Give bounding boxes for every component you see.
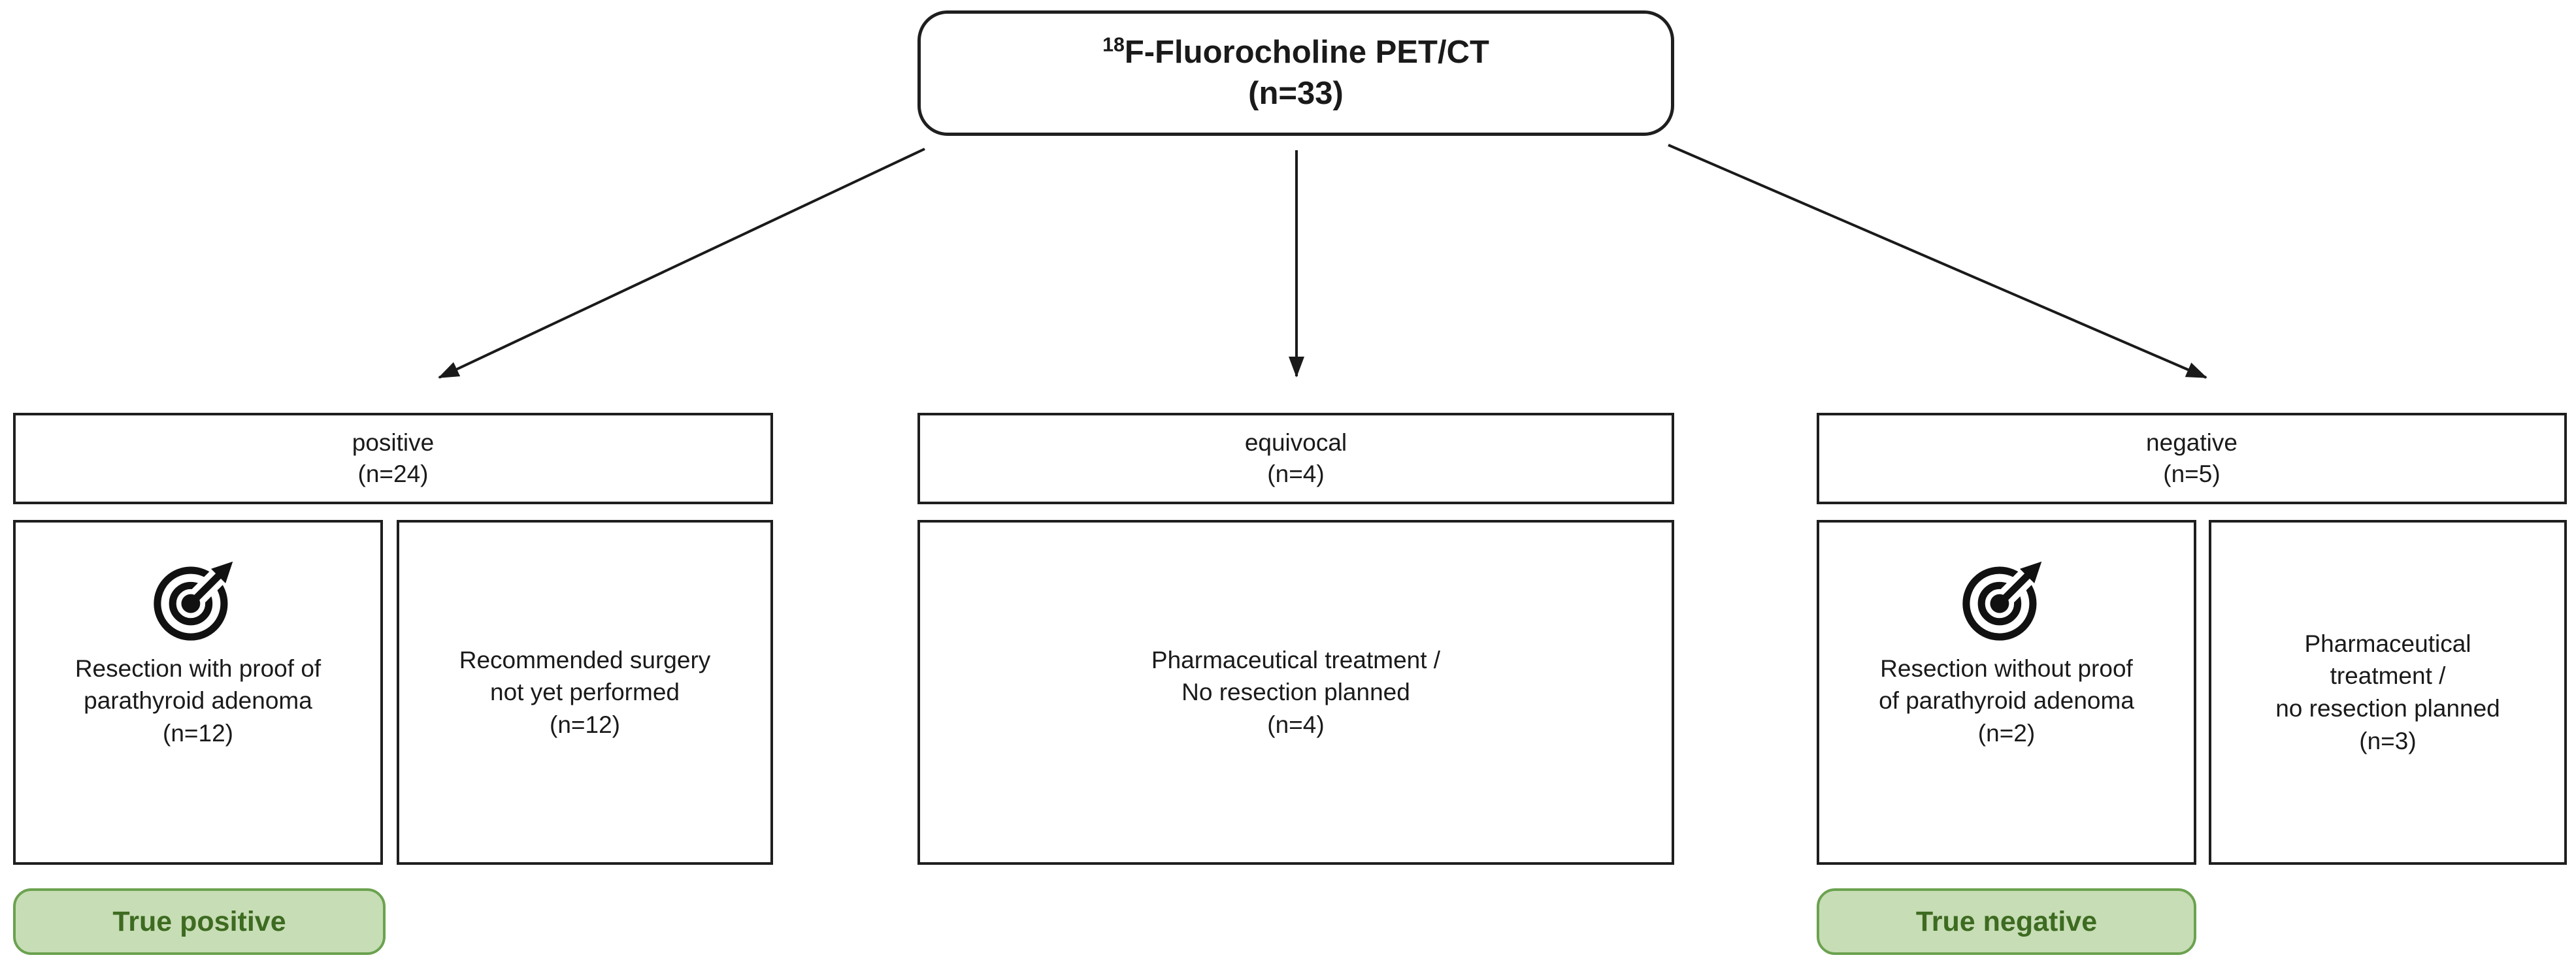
tracer-name: F-Fluorocholine PET/CT — [1124, 35, 1489, 71]
outcome-pharmaceutical-equivocal: Pharmaceutical treatment / No resection … — [917, 520, 1674, 865]
branch-header-negative: negative (n=5) — [1817, 413, 2567, 504]
outcome-surgery-not-yet-performed: Recommended surgery not yet performed (n… — [397, 520, 773, 865]
target-icon — [1962, 558, 2045, 641]
outcome-label: Resection with proof of parathyroid aden… — [74, 654, 322, 747]
outcome-resection-without-proof: Resection without proof of parathyroid a… — [1817, 520, 2196, 865]
outcome-label: Pharmaceutical treatment / No resection … — [1151, 646, 1441, 738]
arrow-to-positive — [438, 148, 925, 379]
branch-header-equivocal: equivocal (n=4) — [917, 413, 1674, 504]
outcome-pharmaceutical-negative: Pharmaceutical treatment / no resection … — [2209, 520, 2567, 865]
root-node: 18F-Fluorocholine PET/CT (n=33) — [917, 10, 1674, 136]
arrow-to-negative — [1668, 144, 2207, 379]
outcome-label: Recommended surgery not yet performed (n… — [459, 646, 711, 738]
root-title: 18F-Fluorocholine PET/CT — [1102, 32, 1489, 73]
target-icon — [154, 558, 237, 641]
true-negative-badge: True negative — [1817, 888, 2196, 955]
outcome-label: Pharmaceutical treatment / no resection … — [2275, 630, 2500, 754]
outcome-label: Resection without proof of parathyroid a… — [1879, 654, 2134, 747]
outcome-resection-with-proof: Resection with proof of parathyroid aden… — [13, 520, 383, 865]
branch-header-positive: positive (n=24) — [13, 413, 773, 504]
root-count: (n=33) — [1248, 76, 1344, 111]
true-positive-badge: True positive — [13, 888, 386, 955]
isotope-superscript: 18 — [1102, 33, 1125, 56]
